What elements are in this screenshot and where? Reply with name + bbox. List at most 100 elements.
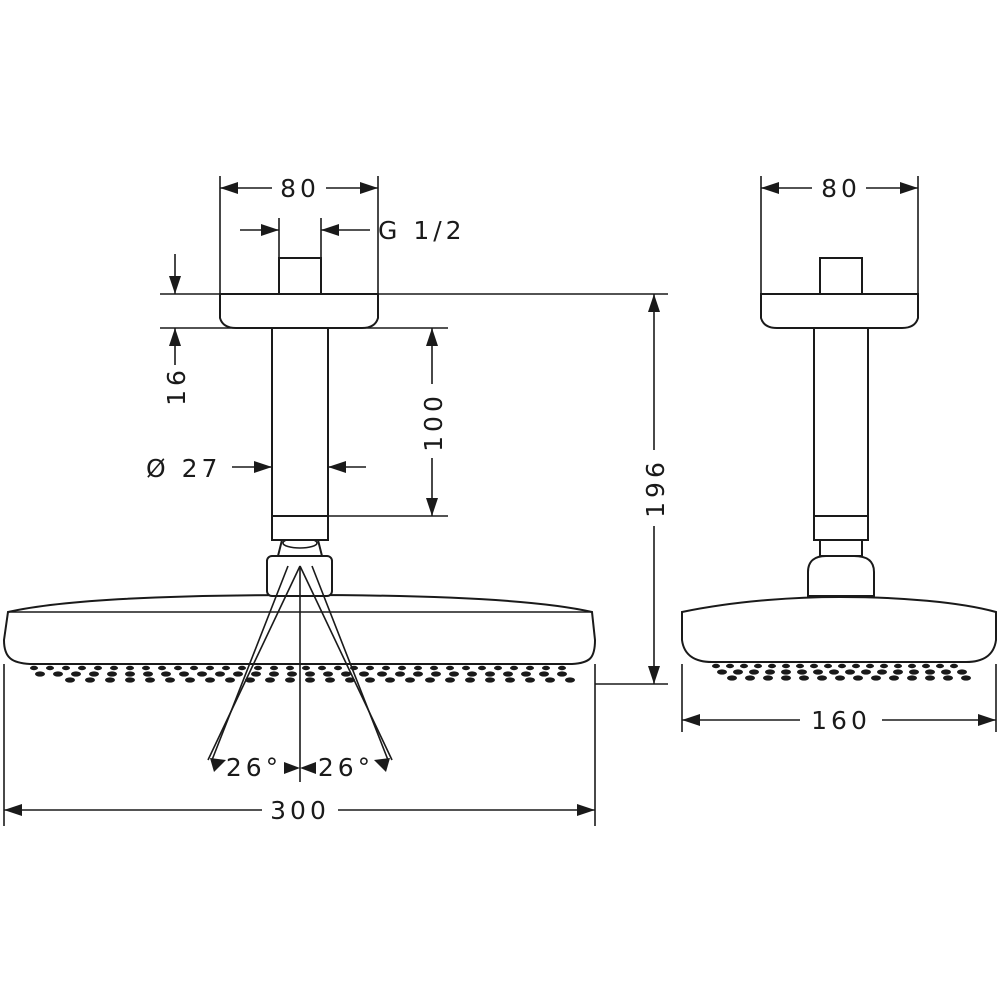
nozzle <box>145 677 155 683</box>
nozzle <box>838 663 846 669</box>
nozzle <box>943 675 953 681</box>
nozzle <box>62 665 70 671</box>
nozzle <box>799 675 809 681</box>
nozzle <box>158 665 166 671</box>
nozzle <box>305 677 315 683</box>
side-ball-joint-housing <box>807 555 875 597</box>
dim-flange-width: 80 <box>280 174 320 203</box>
nozzle <box>781 669 791 675</box>
nozzle <box>542 665 550 671</box>
nozzle <box>521 671 531 677</box>
nozzle <box>763 675 773 681</box>
nozzle <box>143 671 153 677</box>
connector-nipple <box>278 257 322 295</box>
nozzle <box>405 677 415 683</box>
nozzle <box>925 675 935 681</box>
nozzle <box>462 665 470 671</box>
nozzle <box>398 665 406 671</box>
nozzle <box>270 665 278 671</box>
nozzle <box>754 663 762 669</box>
dim-spray-angle-left: 26° <box>226 753 282 782</box>
nozzle <box>893 669 903 675</box>
front-nozzles <box>30 665 575 683</box>
nozzle <box>94 665 102 671</box>
nozzle <box>414 665 422 671</box>
nozzle <box>768 663 776 669</box>
nozzle <box>287 671 297 677</box>
nozzle <box>526 665 534 671</box>
nozzle <box>126 665 134 671</box>
nozzle <box>824 663 832 669</box>
dim-arm-diameter: Ø 27 <box>146 454 221 483</box>
nozzle <box>345 677 355 683</box>
nozzle <box>341 671 351 677</box>
nozzle <box>871 675 881 681</box>
nozzle <box>285 677 295 683</box>
nozzle <box>907 675 917 681</box>
dim-total-height: 196 <box>641 458 670 518</box>
nozzle <box>782 663 790 669</box>
nozzle <box>71 671 81 677</box>
nozzle <box>205 677 215 683</box>
nozzle <box>190 665 198 671</box>
nozzle <box>925 669 935 675</box>
nozzle <box>909 669 919 675</box>
nozzle <box>829 669 839 675</box>
nozzle <box>125 677 135 683</box>
side-shower-head <box>681 595 997 663</box>
nozzle <box>765 669 775 675</box>
nozzle <box>950 663 958 669</box>
nozzle <box>89 671 99 677</box>
nozzle <box>46 665 54 671</box>
nozzle <box>835 675 845 681</box>
nozzle <box>781 675 791 681</box>
nozzle <box>797 669 807 675</box>
nozzle <box>861 669 871 675</box>
nozzle <box>174 665 182 671</box>
nozzle <box>717 669 727 675</box>
nozzle <box>908 663 916 669</box>
nozzle <box>467 671 477 677</box>
front-dimensions: 80 G 1/2 16 100 Ø 27 196 <box>3 174 670 826</box>
nozzle <box>254 665 262 671</box>
nozzle <box>505 677 515 683</box>
nozzle <box>430 665 438 671</box>
side-dimensions: 80 160 <box>681 174 997 735</box>
nozzle <box>286 665 294 671</box>
nozzle <box>446 665 454 671</box>
nozzle <box>894 663 902 669</box>
nozzle <box>377 671 387 677</box>
nozzle <box>810 663 818 669</box>
nozzle <box>866 663 874 669</box>
nozzle <box>510 665 518 671</box>
nozzle <box>125 671 135 677</box>
nozzle <box>733 669 743 675</box>
nozzle <box>745 675 755 681</box>
nozzle <box>957 669 967 675</box>
nozzle <box>245 677 255 683</box>
nozzle <box>565 677 575 683</box>
nozzle <box>53 671 63 677</box>
nozzle <box>877 669 887 675</box>
nozzle <box>740 663 748 669</box>
side-connector-nipple <box>819 257 863 295</box>
nozzle <box>922 663 930 669</box>
nozzle <box>503 671 513 677</box>
nozzle <box>206 665 214 671</box>
nozzle <box>35 671 45 677</box>
nozzle <box>222 665 230 671</box>
nozzle <box>65 677 75 683</box>
arm-collar <box>271 515 329 541</box>
nozzle <box>449 671 459 677</box>
nozzle <box>941 669 951 675</box>
nozzle <box>845 669 855 675</box>
nozzle <box>813 669 823 675</box>
nozzle <box>749 669 759 675</box>
nozzle <box>233 671 243 677</box>
dim-head-depth: 160 <box>811 706 871 735</box>
shower-arm <box>271 327 329 517</box>
side-arm-collar <box>813 515 869 541</box>
nozzle <box>382 665 390 671</box>
nozzle <box>302 665 310 671</box>
